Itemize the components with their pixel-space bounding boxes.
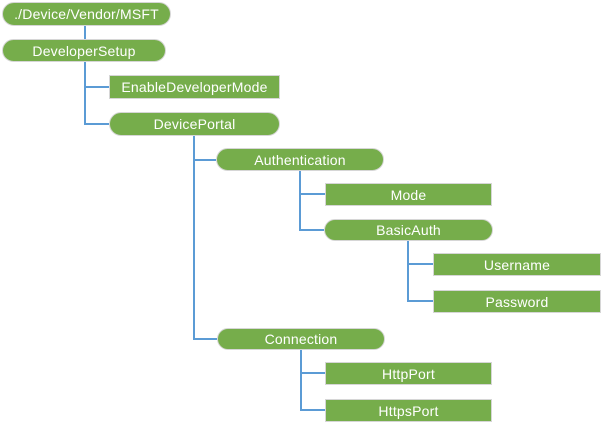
connector-branch-username — [407, 263, 433, 265]
connector-branch-httpsport — [300, 409, 325, 411]
connector-branch-password — [407, 300, 433, 302]
connector-connection-trunk — [300, 350, 302, 411]
connector-root-developersetup — [84, 26, 86, 39]
node-httpport: HttpPort — [325, 362, 492, 385]
node-authentication: Authentication — [216, 148, 384, 171]
connector-branch-basicauth — [299, 229, 324, 231]
connector-branch-mode — [299, 193, 325, 195]
connector-branch-enabledevelopermode — [84, 86, 109, 88]
connector-branch-deviceportal — [84, 123, 109, 125]
connector-branch-authentication — [193, 159, 216, 161]
node-connection: Connection — [217, 328, 385, 350]
connector-developersetup-trunk — [84, 62, 86, 125]
node-password: Password — [433, 290, 601, 313]
connector-deviceportal-trunk — [193, 136, 195, 340]
node-device-vendor-msft: ./Device/Vendor/MSFT — [2, 2, 171, 26]
node-basicauth: BasicAuth — [324, 219, 493, 241]
node-developersetup: DeveloperSetup — [2, 39, 166, 62]
node-httpsport: HttpsPort — [325, 399, 492, 422]
connector-authentication-trunk — [299, 171, 301, 231]
connector-branch-connection — [193, 338, 217, 340]
node-mode: Mode — [325, 183, 492, 206]
connector-branch-httpport — [300, 372, 325, 374]
connector-basicauth-trunk — [407, 241, 409, 302]
node-username: Username — [433, 253, 601, 276]
node-deviceportal: DevicePortal — [109, 112, 280, 136]
node-enabledevelopermode: EnableDeveloperMode — [109, 75, 280, 99]
